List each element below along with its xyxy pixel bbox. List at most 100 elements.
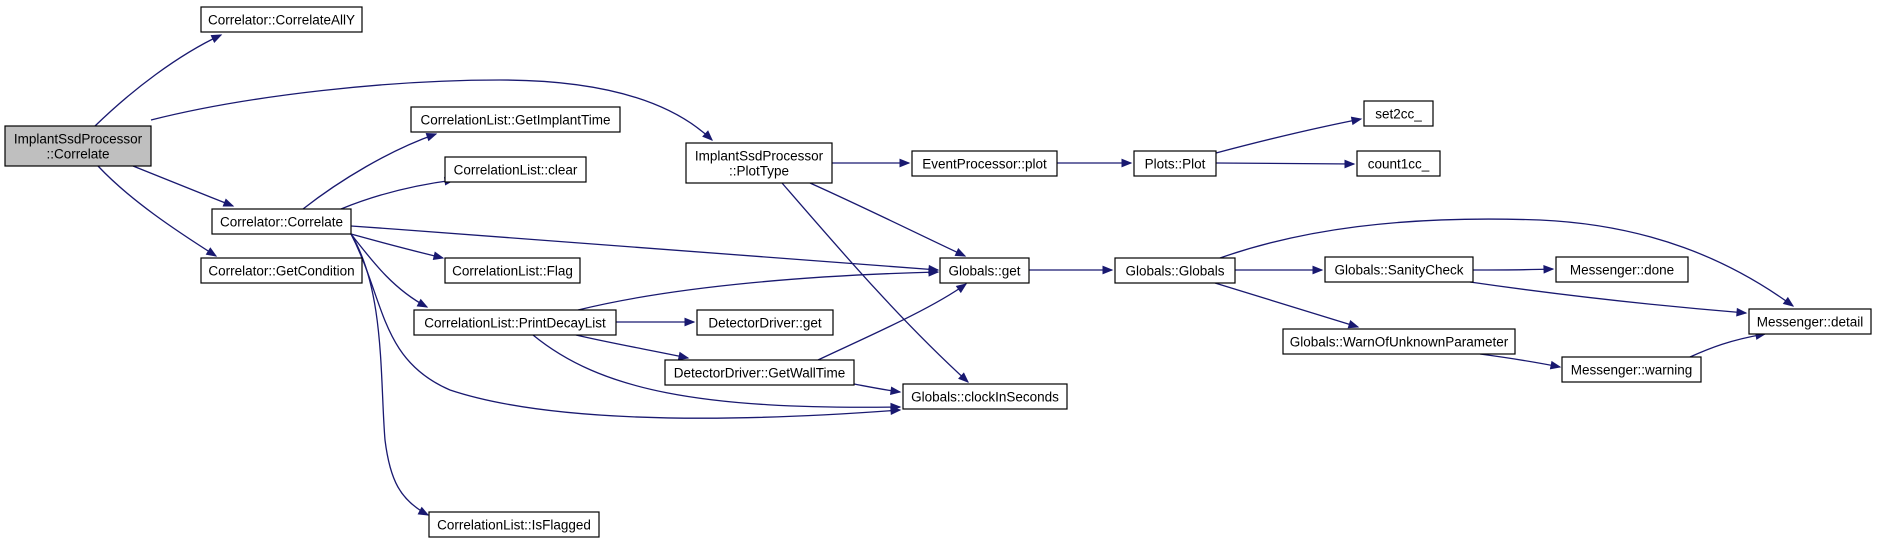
node-box[interactable] <box>1324 256 1474 283</box>
node-correlator-correlateally[interactable]: Correlator::CorrelateAllY <box>200 6 363 33</box>
node-eventprocessor-plot[interactable]: EventProcessor::plot <box>911 150 1058 177</box>
node-label: count1cc_ <box>1368 157 1430 172</box>
node-implantssdprocessor-plottype[interactable]: ImplantSsdProcessor::PlotType <box>685 142 833 184</box>
edge-line <box>94 34 222 127</box>
node-box[interactable] <box>200 257 363 284</box>
node-globals-sanitycheck[interactable]: Globals::SanityCheck <box>1324 256 1474 283</box>
node-correlator-correlate[interactable]: Correlator::Correlate <box>211 208 352 235</box>
node-correlationlist-printdecaylist[interactable]: CorrelationList::PrintDecayList <box>413 309 617 336</box>
edge-correlator-correlate-to-correlationlist-isflagged <box>350 233 430 516</box>
arrow-head-icon <box>432 251 445 260</box>
node-box[interactable] <box>200 6 363 33</box>
root-node-box[interactable] <box>4 125 152 167</box>
edge-line <box>350 225 939 271</box>
node-correlationlist-getimplanttime[interactable]: CorrelationList::GetImplantTime <box>410 106 621 133</box>
node-box[interactable] <box>1555 256 1689 283</box>
node-messenger-detail[interactable]: Messenger::detail <box>1748 308 1872 335</box>
node-label: CorrelationList::GetImplantTime <box>420 113 610 128</box>
edge-line <box>781 182 969 383</box>
edge-correlationlist-printdecaylist-to-globals-get <box>577 267 940 311</box>
edge-messenger-warning-to-messenger-detail <box>1689 331 1767 358</box>
edge-globals-globals-to-messenger-detail <box>1219 218 1795 307</box>
node-box[interactable] <box>664 359 855 386</box>
edge-line <box>532 334 901 408</box>
arrow-head-icon <box>702 130 713 141</box>
arrow-head-icon <box>1350 116 1363 126</box>
edge-correlator-correlate-to-correlationlist-clear <box>340 176 456 210</box>
node-box[interactable] <box>1363 100 1434 127</box>
edge-eventprocessor-plot-to-plots-plot <box>1057 158 1133 168</box>
edge-line <box>132 165 234 207</box>
edge-line <box>817 283 967 361</box>
edge-detectordriver-getwalltime-to-globals-get <box>817 283 968 361</box>
arrow-head-icon <box>1312 265 1324 275</box>
node-label: Correlator::GetCondition <box>208 264 354 279</box>
node-label: ImplantSsdProcessor <box>14 132 143 147</box>
node-box[interactable] <box>696 309 834 336</box>
node-detectordriver-getwalltime[interactable]: DetectorDriver::GetWallTime <box>664 359 855 386</box>
node-box[interactable] <box>428 511 600 538</box>
node-label: Globals::SanityCheck <box>1334 263 1463 278</box>
node-correlationlist-clear[interactable]: CorrelationList::clear <box>444 156 587 183</box>
edge-implantssdprocessor-correlate-to-correlator-correlate <box>132 165 235 207</box>
node-box[interactable] <box>410 106 621 133</box>
edge-plots-plot-to-count1cc- <box>1215 159 1356 169</box>
node-globals-globals[interactable]: Globals::Globals <box>1114 257 1236 284</box>
arrow-head-icon <box>955 283 968 294</box>
arrow-head-icon <box>1736 307 1748 317</box>
node-correlationlist-isflagged[interactable]: CorrelationList::IsFlagged <box>428 511 600 538</box>
node-label: EventProcessor::plot <box>922 157 1047 172</box>
node-box[interactable] <box>902 383 1068 410</box>
node-count1cc-[interactable]: count1cc_ <box>1356 150 1441 177</box>
edge-plots-plot-to-set2cc- <box>1215 116 1363 154</box>
node-messenger-warning[interactable]: Messenger::warning <box>1561 356 1702 383</box>
edge-globals-get-to-globals-globals <box>1029 265 1114 275</box>
edge-globals-globals-to-globals-sanitycheck <box>1235 265 1324 275</box>
node-correlator-getcondition[interactable]: Correlator::GetCondition <box>200 257 363 284</box>
arrow-head-icon <box>416 298 429 308</box>
edge-line <box>1215 162 1355 165</box>
edge-line <box>1219 218 1794 307</box>
node-correlationlist-flag[interactable]: CorrelationList::Flag <box>444 257 581 284</box>
node-box[interactable] <box>211 208 352 235</box>
node-implantssdprocessor-correlate[interactable]: ImplantSsdProcessor::Correlate <box>4 125 152 167</box>
arrow-head-icon <box>677 351 690 361</box>
node-box[interactable] <box>444 257 581 284</box>
edge-line <box>350 233 901 419</box>
node-label: Correlator::CorrelateAllY <box>208 13 355 28</box>
edge-globals-globals-to-globals-warnofunknownparameter <box>1214 282 1360 329</box>
edge-line <box>350 233 444 259</box>
node-box[interactable] <box>413 309 617 336</box>
node-plots-plot[interactable]: Plots::Plot <box>1133 150 1217 177</box>
arrow-head-icon <box>1347 320 1360 329</box>
edge-line <box>150 79 713 141</box>
node-messenger-done[interactable]: Messenger::done <box>1555 256 1689 283</box>
node-box[interactable] <box>911 150 1058 177</box>
node-detectordriver-get[interactable]: DetectorDriver::get <box>696 309 834 336</box>
arrow-head-icon <box>1121 158 1133 168</box>
node-label: Globals::Globals <box>1125 264 1224 279</box>
node-set2cc-[interactable]: set2cc_ <box>1363 100 1434 127</box>
edge-line <box>97 165 217 257</box>
node-box[interactable] <box>1133 150 1217 177</box>
node-label: CorrelationList::clear <box>454 163 578 178</box>
node-label: CorrelationList::PrintDecayList <box>424 316 606 331</box>
node-box[interactable] <box>1561 356 1702 383</box>
edge-line <box>302 133 437 210</box>
edge-line <box>350 233 428 308</box>
node-box[interactable] <box>1114 257 1236 284</box>
node-globals-clockinseconds[interactable]: Globals::clockInSeconds <box>902 383 1068 410</box>
node-box[interactable] <box>1356 150 1441 177</box>
node-box[interactable] <box>939 257 1030 284</box>
node-globals-get[interactable]: Globals::get <box>939 257 1030 284</box>
arrow-head-icon <box>684 317 696 327</box>
node-box[interactable] <box>1282 328 1516 355</box>
node-box[interactable] <box>444 156 587 183</box>
node-label: ::Correlate <box>46 147 109 162</box>
node-box[interactable] <box>1748 308 1872 335</box>
edge-line <box>340 179 455 210</box>
node-box[interactable] <box>685 142 833 184</box>
edge-line <box>575 334 689 359</box>
node-globals-warnofunknownparameter[interactable]: Globals::WarnOfUnknownParameter <box>1282 328 1516 355</box>
